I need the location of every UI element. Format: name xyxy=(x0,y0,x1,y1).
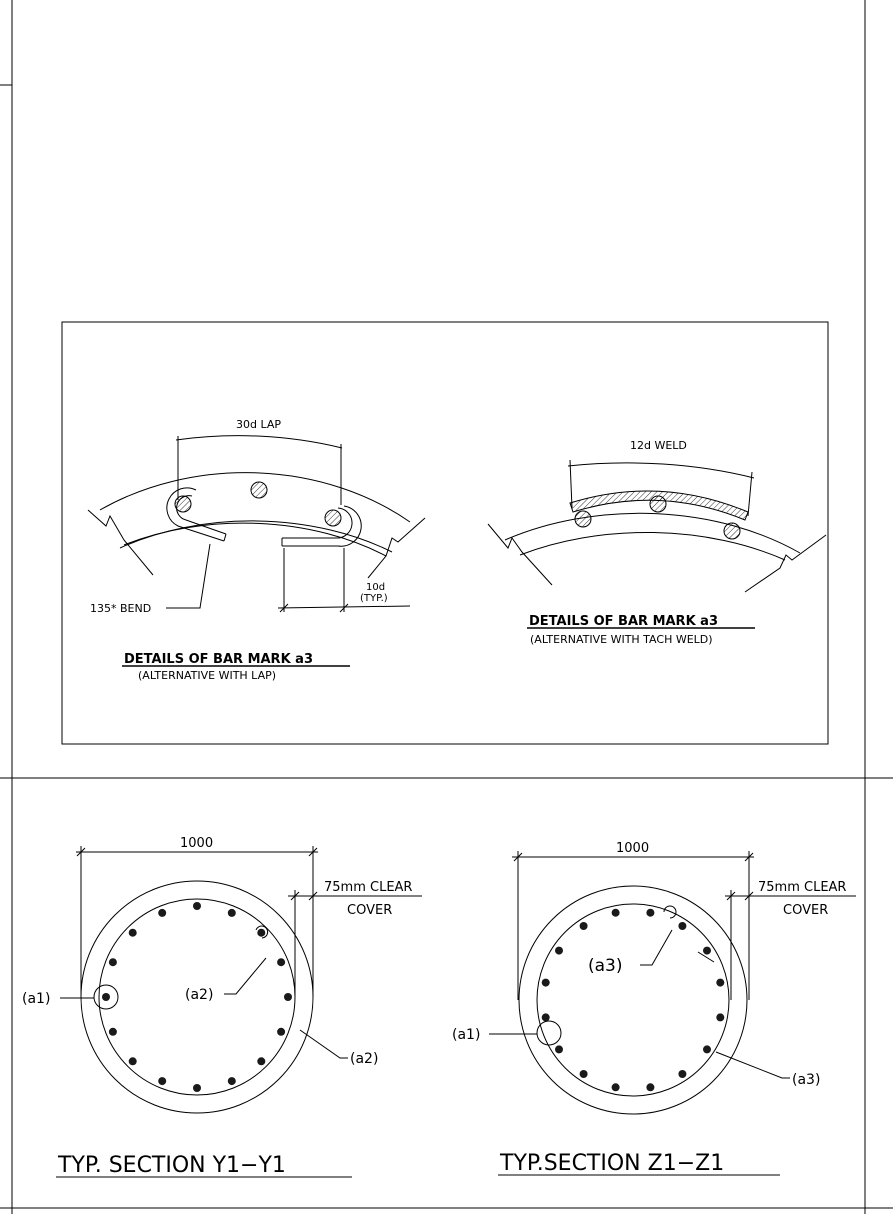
z1-inner-circle xyxy=(536,903,730,1097)
lap-dim-label: 30d LAP xyxy=(236,418,281,431)
z1-rebar-1 xyxy=(716,1013,725,1022)
weld-bar-mid xyxy=(649,495,667,513)
y1-rebar-7 xyxy=(128,1057,137,1066)
z1-rebar-8 xyxy=(541,1013,550,1022)
z1-title: TYP.SECTION Z1−Z1 xyxy=(499,1151,724,1176)
z1-rebar-4 xyxy=(646,1083,655,1092)
lap-break-right xyxy=(367,517,426,579)
z1-rebar-10 xyxy=(555,946,563,955)
z1-diameter-label: 1000 xyxy=(616,841,649,856)
weld-bar-right xyxy=(723,522,741,540)
y1-rebar-14 xyxy=(227,908,236,917)
y1-rebar-12 xyxy=(158,908,167,917)
section-y1: 1000 75mm CLEAR COVER (a1) (a2) (a2) TYP… xyxy=(22,836,422,1178)
weld-band xyxy=(569,490,749,521)
y1-rebar-15 xyxy=(257,928,266,937)
y1-rebar-8 xyxy=(108,1027,117,1036)
y1-rebar-3 xyxy=(257,1057,266,1066)
z1-rebar-16 xyxy=(716,978,725,987)
weld-subtitle: (ALTERNATIVE WITH TACH WELD) xyxy=(530,633,713,646)
z1-rebar-3 xyxy=(678,1070,687,1078)
lap-title: DETAILS OF BAR MARK a3 xyxy=(124,652,313,667)
z1-tag-a1: (a1) xyxy=(452,1027,480,1043)
bend-leader xyxy=(166,543,211,609)
y1-title: TYP. SECTION Y1−Y1 xyxy=(57,1153,286,1178)
y1-rebar-1 xyxy=(284,993,292,1001)
y1-cover-label-2: COVER xyxy=(347,903,392,918)
y1-cover-label-1: 75mm CLEAR xyxy=(324,880,412,895)
weld-dim-arc xyxy=(567,462,755,479)
lap-ext-label-1: 10d xyxy=(366,582,385,593)
weld-detail: 12d WELD DETAILS OF BAR MARK a3 (ALTERNA… xyxy=(487,439,827,646)
lap-break-left xyxy=(87,509,154,576)
z1-rebar-9 xyxy=(541,978,550,987)
lap-bar-arc xyxy=(123,522,387,557)
lap-hook-left-inner xyxy=(166,487,225,542)
z1-bar-group xyxy=(541,908,725,1092)
z1-outer-circle xyxy=(518,885,748,1115)
bend-label: 135* BEND xyxy=(90,602,151,615)
y1-rebar-10 xyxy=(108,958,117,967)
z1-rebar-2 xyxy=(703,1045,711,1054)
y1-rebar-13 xyxy=(193,902,201,910)
z1-tag-a3-inner: (a3) xyxy=(588,956,623,976)
y1-rebar-16 xyxy=(277,958,286,967)
lap-hook-right-inner xyxy=(282,505,362,547)
y1-rebar-11 xyxy=(128,928,137,937)
section-z1: 1000 75mm CLEAR COVER (a1) (a3) (a3) TYP… xyxy=(452,841,856,1176)
z1-tag-a3-outer: (a3) xyxy=(792,1072,820,1088)
weld-dim-label: 12d WELD xyxy=(630,439,687,452)
z1-cover-label-2: COVER xyxy=(783,903,828,918)
weld-break-right xyxy=(744,534,827,593)
y1-tag-a1: (a1) xyxy=(22,991,50,1007)
lap-ext-label-2: (TYP.) xyxy=(360,593,388,604)
y1-bar-group xyxy=(102,902,292,1092)
z1-rebar-14 xyxy=(678,922,687,930)
z1-cover-label-1: 75mm CLEAR xyxy=(758,880,846,895)
weld-break-left xyxy=(487,523,553,586)
lap-bar-mid xyxy=(250,481,268,499)
z1-rebar-15 xyxy=(703,946,711,955)
y1-rebar-4 xyxy=(227,1077,236,1086)
lap-inner-arc xyxy=(119,520,393,553)
lap-subtitle: (ALTERNATIVE WITH LAP) xyxy=(138,669,276,682)
lap-hook-right xyxy=(282,507,353,539)
lap-dim-arc xyxy=(175,435,343,449)
weld-bar-left xyxy=(574,510,592,528)
y1-rebar-2 xyxy=(277,1027,286,1036)
z1-rebar-13 xyxy=(646,908,655,917)
lap-outer-arc xyxy=(99,472,411,523)
lap-hook-left xyxy=(176,495,227,535)
y1-tag-a2-outer: (a2) xyxy=(350,1051,378,1067)
y1-tag-a2-inner: (a2) xyxy=(185,987,213,1003)
lap-bar-right xyxy=(324,509,342,527)
z1-rebar-7 xyxy=(555,1045,563,1054)
y1-rebar-9 xyxy=(102,993,110,1001)
details-box xyxy=(61,321,829,745)
y1-rebar-6 xyxy=(158,1077,167,1086)
y1-rebar-5 xyxy=(193,1084,201,1092)
z1-rebar-12 xyxy=(611,908,620,917)
weld-outer-arc xyxy=(504,512,801,554)
weld-inner-arc xyxy=(519,532,786,561)
y1-diameter-label: 1000 xyxy=(180,836,213,851)
z1-rebar-5 xyxy=(611,1083,620,1092)
weld-title: DETAILS OF BAR MARK a3 xyxy=(529,614,718,629)
lap-detail: 30d LAP 135* BEND 10d (TYP.) DETAILS OF … xyxy=(87,418,426,682)
z1-rebar-6 xyxy=(579,1070,588,1078)
z1-rebar-11 xyxy=(579,922,588,930)
